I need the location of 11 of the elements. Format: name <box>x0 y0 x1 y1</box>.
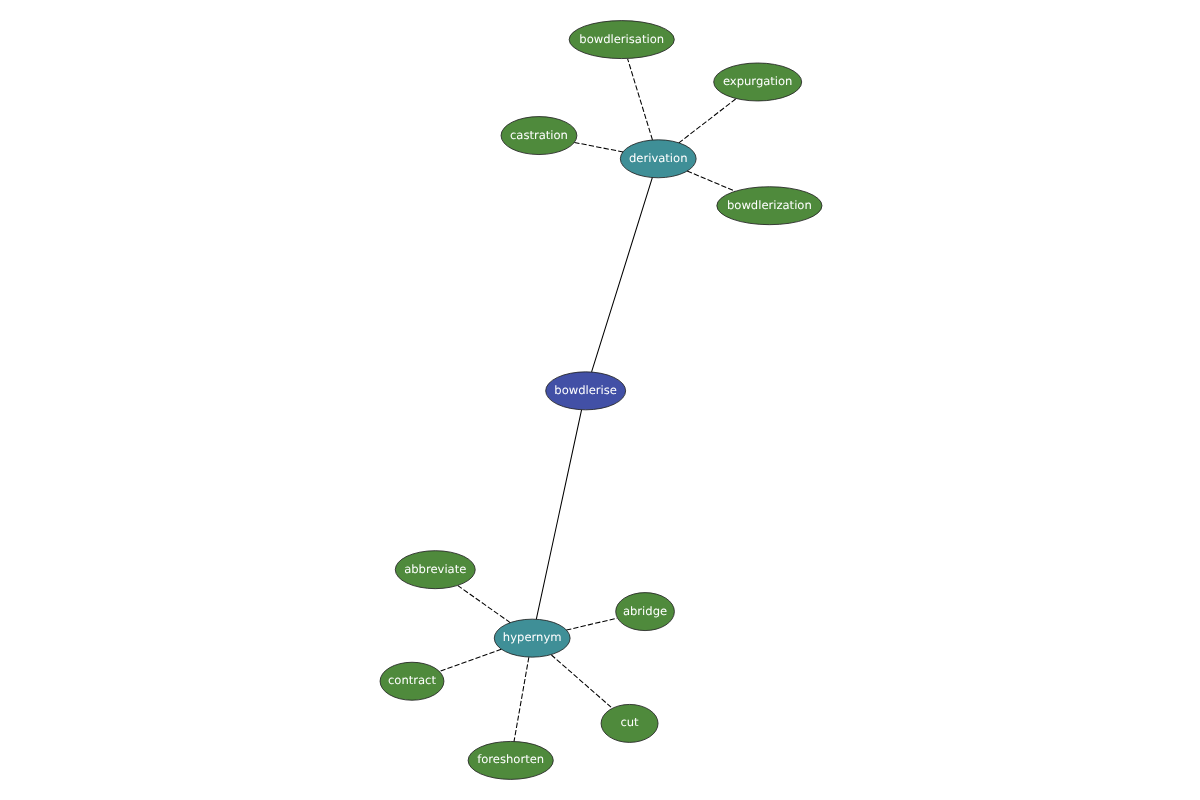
connector <box>685 170 735 192</box>
connector <box>572 141 623 153</box>
connector <box>438 648 501 672</box>
connector <box>590 177 652 373</box>
connector <box>512 656 529 742</box>
connector <box>677 98 736 144</box>
connector <box>564 617 617 631</box>
connector <box>626 58 652 141</box>
connector <box>549 654 612 709</box>
connector <box>456 585 510 624</box>
connector <box>534 409 582 620</box>
